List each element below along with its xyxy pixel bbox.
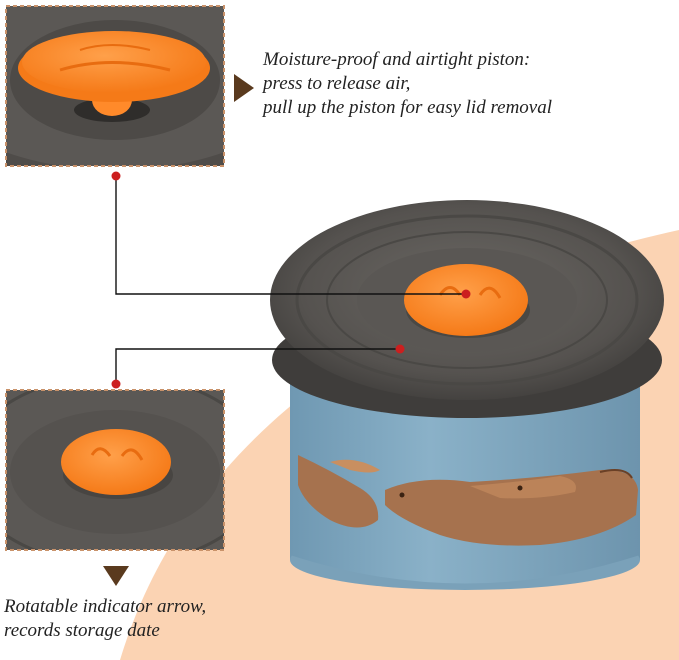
inset-piston-closeup [5,5,225,167]
leader-line-top [115,176,466,295]
triangle-down-icon [103,566,129,586]
top-callout-line-2: press to release air, [263,73,411,94]
inset-bottom-frame [5,389,225,551]
leader-dot-top-end [461,289,471,299]
inset-arrow-closeup [5,389,225,551]
bottom-callout-text: Rotatable indicator arrow, records stora… [4,595,206,643]
piston-button [404,264,528,336]
leader-dot-top-start [111,171,121,181]
leader-line-bottom [115,348,400,384]
capybara-print [298,455,638,546]
lid-ring-outer [295,214,639,386]
top-callout-line-3: pull up the piston for easy lid removal [263,97,553,118]
leader-lines [115,176,466,384]
lid-ring-inner [326,231,608,369]
triangle-right-icon [234,74,254,102]
container [270,200,664,590]
top-callout-text: Moisture-proof and airtight piston: pres… [263,48,552,120]
top-callout-line-1: Moisture-proof and airtight piston: [263,49,531,70]
inset-top-frame [5,5,225,167]
bottom-callout-line-1: Rotatable indicator arrow, [4,596,207,617]
leader-dot-bottom-start [111,379,121,389]
leader-dot-bottom-end [395,344,405,354]
bottom-callout-line-2: records storage date [4,620,160,641]
